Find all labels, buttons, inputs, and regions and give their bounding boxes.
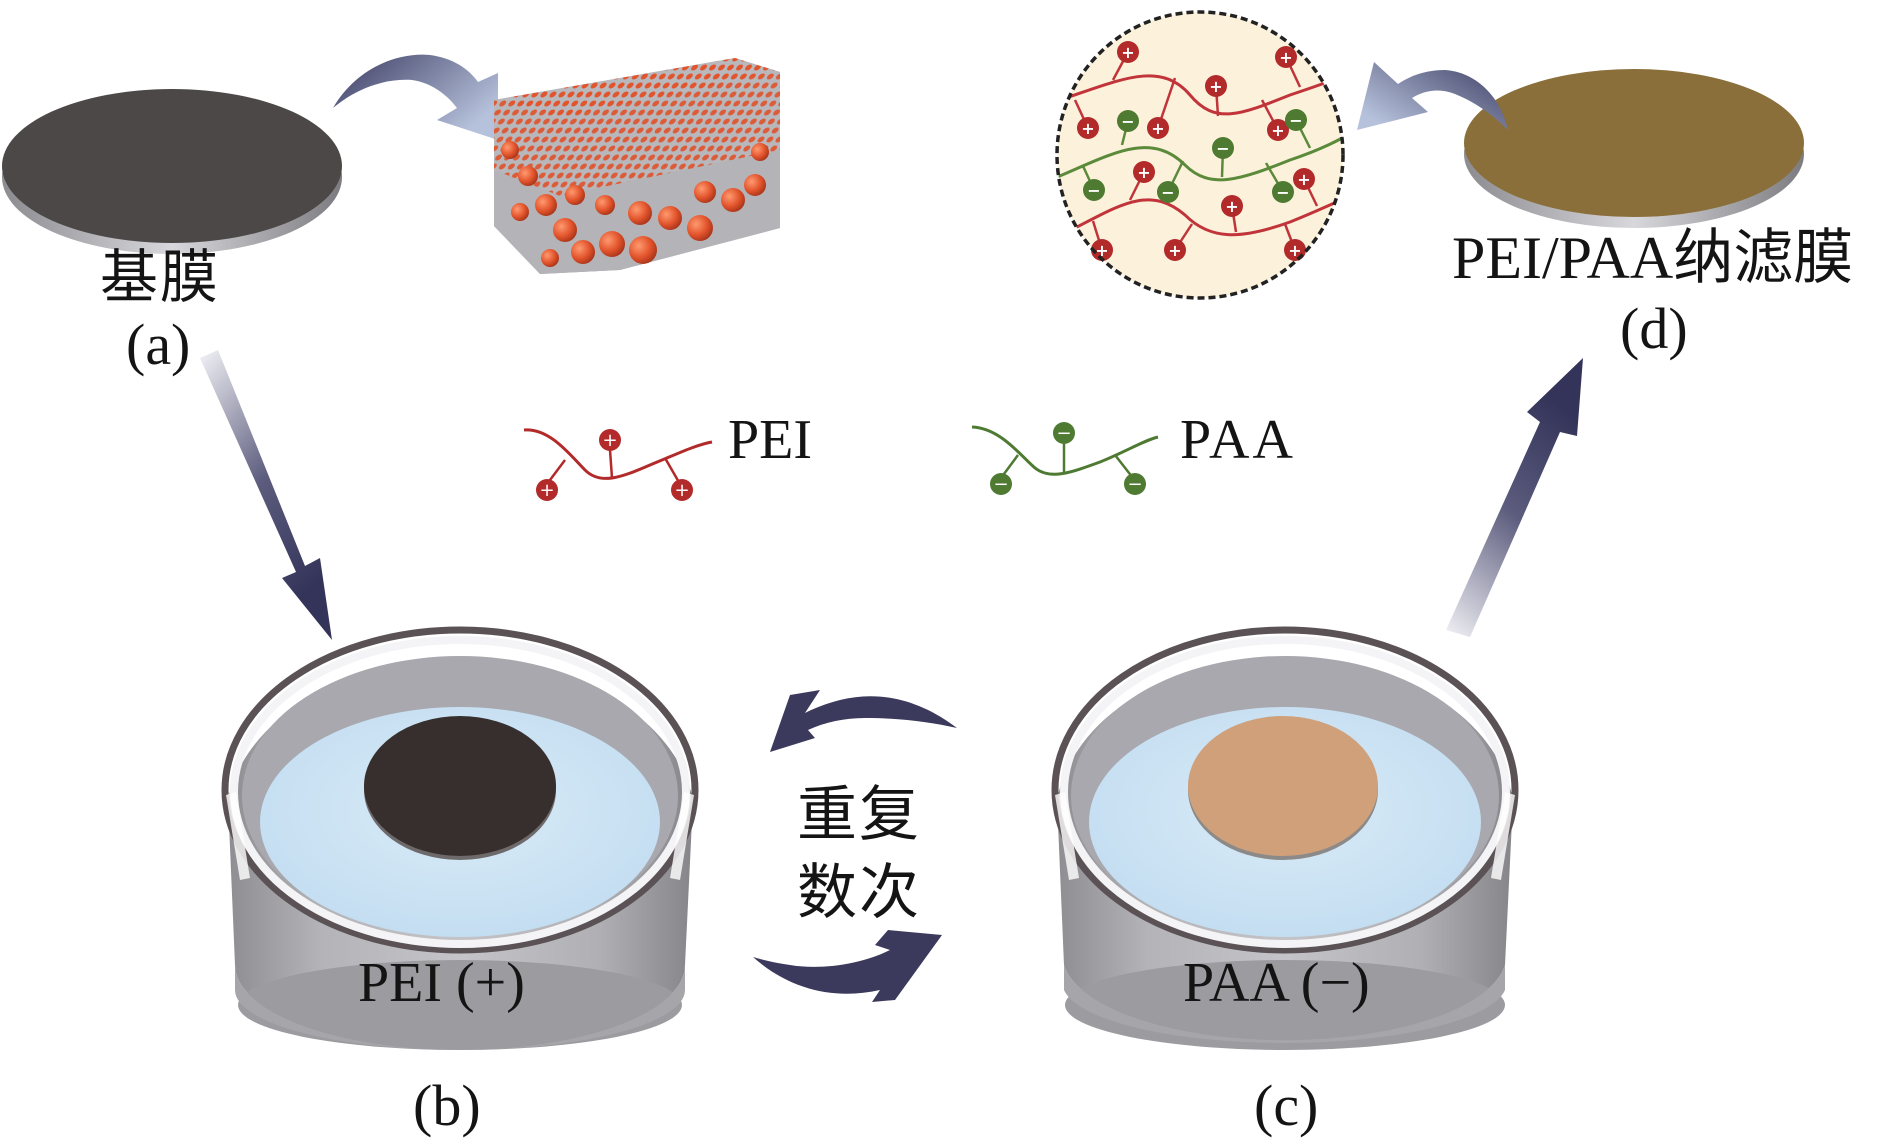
paa-legend-molecule-icon: − − − (971, 422, 1159, 495)
svg-text:+: + (1209, 77, 1222, 96)
repeat-cycle-label: 重复数次 (797, 782, 921, 926)
curved-arrow-zoom-icon (1357, 62, 1508, 130)
svg-text:−: − (993, 474, 1008, 495)
svg-text:+: + (1225, 197, 1238, 216)
svg-text:+: + (1288, 241, 1301, 260)
svg-text:+: + (1168, 241, 1181, 260)
svg-text:−: − (1121, 112, 1134, 131)
svg-text:+: + (1151, 119, 1164, 138)
svg-text:−: − (1127, 474, 1142, 495)
svg-text:−: − (1276, 183, 1289, 202)
svg-text:−: − (1289, 111, 1302, 130)
step-b-tag: (b) (413, 1073, 481, 1138)
step-a-tag: (a) (126, 312, 191, 377)
svg-text:+: + (602, 430, 617, 451)
dish-pei-solution-label: PEI (+) (358, 952, 525, 1014)
nf-membrane-label: PEI/PAA纳滤膜 (1452, 225, 1854, 291)
svg-text:−: − (1056, 423, 1071, 444)
polyelectrolyte-layer-inset: + + + + + + + + + + + + − − − − − − (1055, 10, 1345, 300)
svg-text:+: + (1081, 119, 1094, 138)
dish-paa (1051, 626, 1519, 1050)
svg-text:+: + (1297, 170, 1310, 189)
svg-text:+: + (539, 480, 554, 501)
svg-text:+: + (674, 480, 689, 501)
svg-text:+: + (1095, 241, 1108, 260)
substrate-membrane-disk (2, 89, 342, 254)
svg-text:−: − (1216, 139, 1229, 158)
svg-text:−: − (1161, 183, 1174, 202)
step-d-tag: (d) (1620, 296, 1688, 361)
svg-text:+: + (1137, 163, 1150, 182)
legend-paa-label: PAA (1180, 409, 1296, 471)
substrate-label: 基膜 (100, 245, 221, 310)
cycle-arrow-back-icon (770, 690, 957, 752)
nf-membrane-disk (1464, 69, 1804, 228)
step-c-tag: (c) (1254, 1073, 1319, 1138)
cycle-arrow-forward-icon (753, 930, 942, 1002)
svg-text:+: + (1121, 43, 1134, 62)
curved-arrow-zoom-icon (333, 54, 498, 140)
dish-paa-solution-label: PAA (−) (1183, 952, 1370, 1014)
svg-text:−: − (1087, 181, 1100, 200)
legend-pei-label: PEI (728, 409, 812, 471)
pei-legend-molecule-icon: + + + (523, 428, 713, 501)
arrow-up-to-membrane-d-icon (1446, 358, 1583, 637)
inset-charge-beads: + + + + + + + + + + + + − − − − − − (1077, 41, 1315, 261)
dish-pei (221, 626, 699, 1050)
svg-text:+: + (1279, 48, 1292, 67)
svg-text:+: + (1271, 121, 1284, 140)
porous-substrate-structure (494, 58, 780, 274)
arrow-down-to-dish-b-icon (200, 350, 332, 640)
